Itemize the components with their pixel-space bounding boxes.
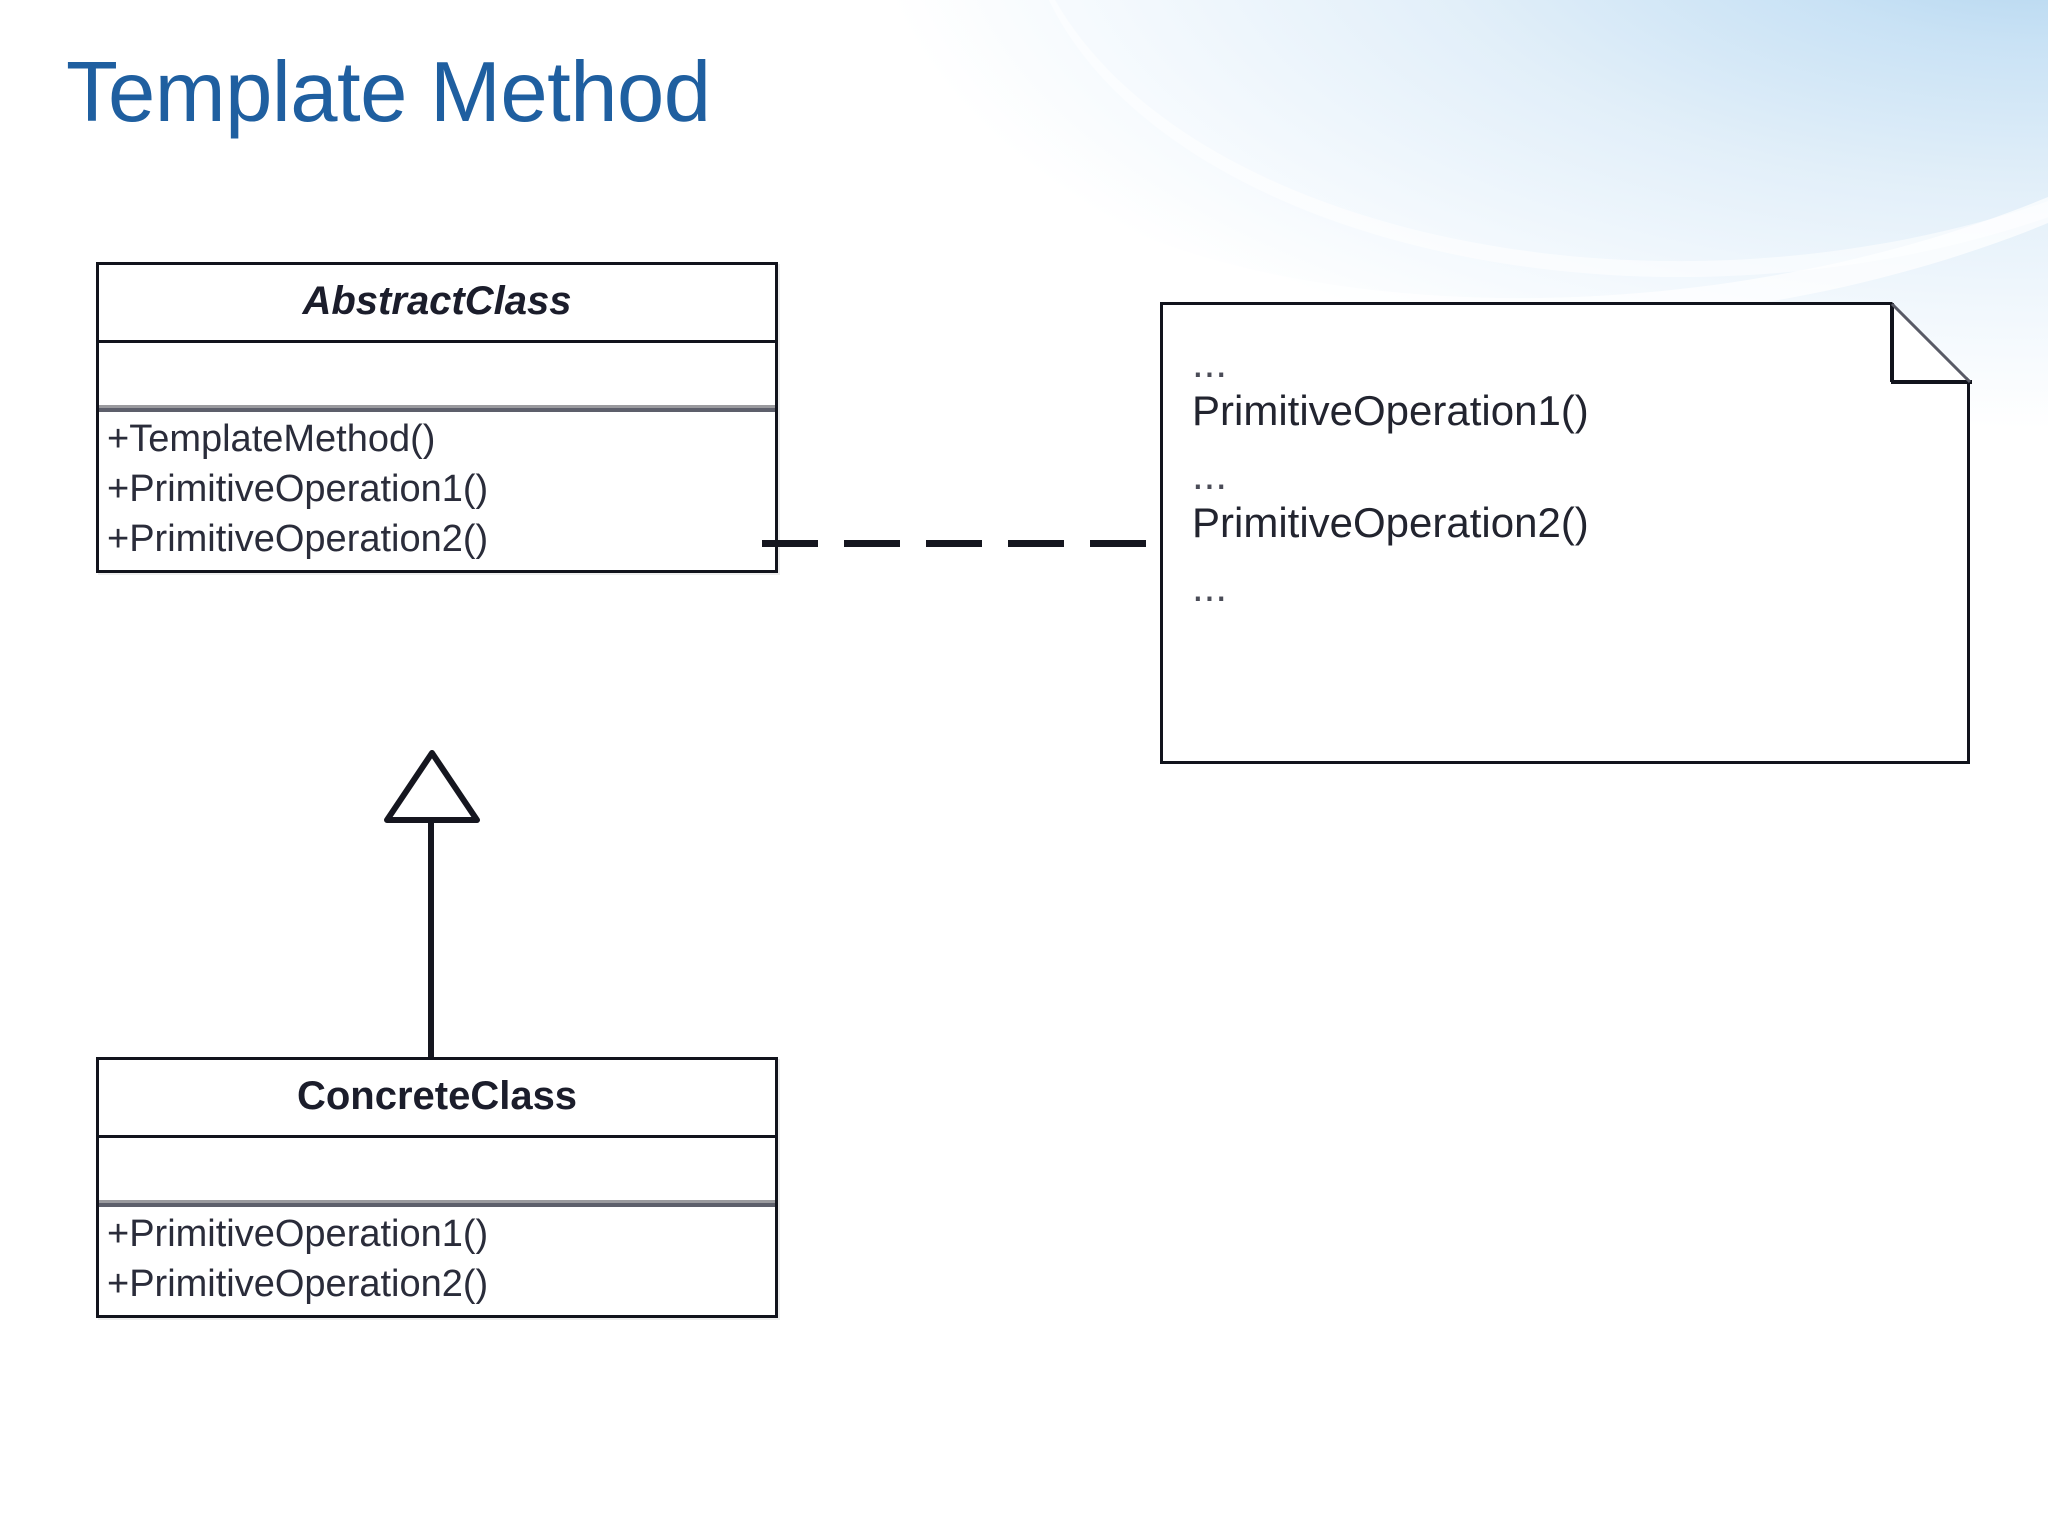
operation-item: +TemplateMethod(): [107, 418, 436, 460]
note-line-ellipsis: ...: [1192, 563, 1228, 611]
note-line-ellipsis: ...: [1192, 451, 1228, 499]
class-attributes-separator: [99, 405, 775, 412]
class-name-separator: [99, 1135, 775, 1138]
operation-item: +PrimitiveOperation1(): [107, 1213, 489, 1255]
note-line-operation: PrimitiveOperation1(): [1192, 387, 1589, 435]
note-body: ... PrimitiveOperation1() ... PrimitiveO…: [1160, 302, 1970, 764]
note-line-ellipsis: ...: [1192, 339, 1228, 386]
class-attributes-compartment: [99, 1138, 775, 1200]
class-name-separator: [99, 340, 775, 343]
background-swoosh-lower: [1000, 0, 2048, 296]
generalization-triangle-icon: [384, 750, 480, 823]
class-name-concreteclass: ConcreteClass: [296, 1074, 578, 1118]
class-operations-compartment: +PrimitiveOperation1() +PrimitiveOperati…: [99, 1207, 775, 1315]
operation-item: +PrimitiveOperation2(): [107, 518, 489, 561]
dependency-connector-dashed: [762, 540, 1166, 547]
generalization-connector-line: [428, 820, 434, 1060]
operation-item: +PrimitiveOperation2(): [107, 1263, 489, 1306]
class-operations-compartment: +TemplateMethod() +PrimitiveOperation1()…: [99, 412, 775, 570]
class-attributes-separator: [99, 1200, 775, 1207]
page-title: Template Method: [66, 45, 711, 140]
uml-note[interactable]: ... PrimitiveOperation1() ... PrimitiveO…: [1160, 302, 1972, 764]
note-shape: [1160, 302, 1970, 764]
class-name-abstractclass: AbstractClass: [302, 279, 572, 323]
operation-item: +PrimitiveOperation1(): [107, 468, 489, 511]
uml-class-abstractclass[interactable]: AbstractClass +TemplateMethod() +Primiti…: [96, 262, 778, 574]
uml-class-concreteclass[interactable]: ConcreteClass +PrimitiveOperation1() +Pr…: [96, 1057, 778, 1319]
note-line-operation: PrimitiveOperation2(): [1192, 499, 1589, 547]
class-attributes-compartment: [99, 343, 775, 405]
